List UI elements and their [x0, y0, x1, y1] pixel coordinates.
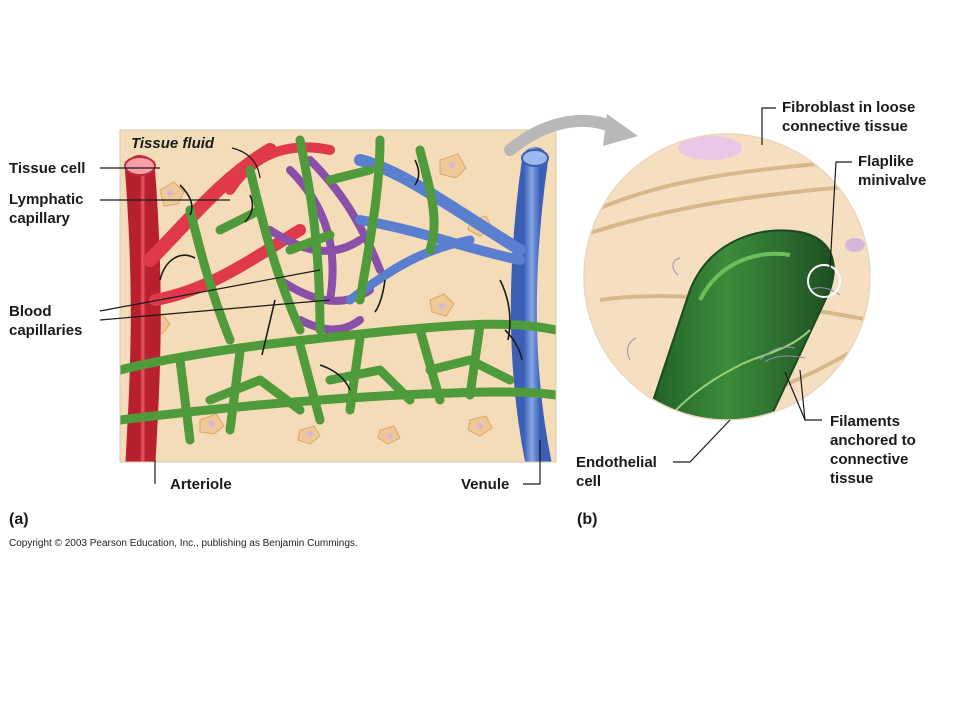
label-endothelial-cell: Endothelial cell [576, 454, 657, 490]
fibroblast-cell [678, 136, 742, 160]
endothelial-seam [649, 364, 741, 420]
lymphatic-tube [638, 229, 835, 420]
lymphatic-capillary-network [120, 135, 556, 445]
label-tissue-fluid: Tissue fluid [131, 135, 215, 152]
leader-endothelial [673, 419, 731, 463]
leader-blood-capillaries-1 [99, 269, 321, 312]
panel-a-frame [119, 129, 557, 463]
panel-b-circle-outline [583, 133, 871, 421]
leader-venule [523, 440, 541, 485]
panel-b-letter: (b) [577, 511, 598, 528]
label-venule: Venule [461, 476, 510, 493]
fibroblast-nucleus [845, 238, 865, 252]
zoom-arrow [504, 115, 621, 156]
arteriole-opening [124, 156, 156, 176]
panel-b-leader-lines [673, 107, 852, 463]
tube-highlight [698, 251, 791, 301]
leader-minivalve [829, 161, 852, 269]
leader-blood-capillaries-2 [99, 299, 331, 321]
label-blood-capillaries: Blood capillaries [9, 303, 83, 339]
label-fibroblast: Fibroblast in loose connective tissue [782, 99, 916, 135]
panel-a-letter: (a) [9, 511, 29, 528]
anchoring-filaments [627, 257, 841, 363]
label-lymphatic-capillary: Lymphatic capillary [9, 191, 84, 227]
tissue-background [120, 130, 556, 462]
minivalve-highlight-circle [807, 264, 841, 298]
label-arteriole: Arteriole [170, 476, 232, 493]
panel-a-illustration [119, 129, 557, 463]
flow-arrows [159, 159, 523, 391]
copyright-notice: Copyright © 2003 Pearson Education, Inc.… [9, 538, 358, 549]
label-flaplike-minivalve: Flaplike minivalve [858, 153, 927, 189]
panel-b-magnified-view [583, 133, 871, 421]
label-tissue-cell: Tissue cell [9, 160, 86, 177]
venule-opening [521, 149, 549, 167]
zoom-arrow-head [603, 114, 638, 146]
leader-tissue-fluid [231, 147, 261, 179]
label-filaments: Filaments anchored to connective tissue [830, 413, 916, 487]
panel-a-leader-lines [99, 147, 541, 485]
endothelial-seam-2 [739, 329, 811, 366]
leader-filaments-2 [784, 371, 806, 421]
leader-fibroblast [761, 107, 776, 145]
